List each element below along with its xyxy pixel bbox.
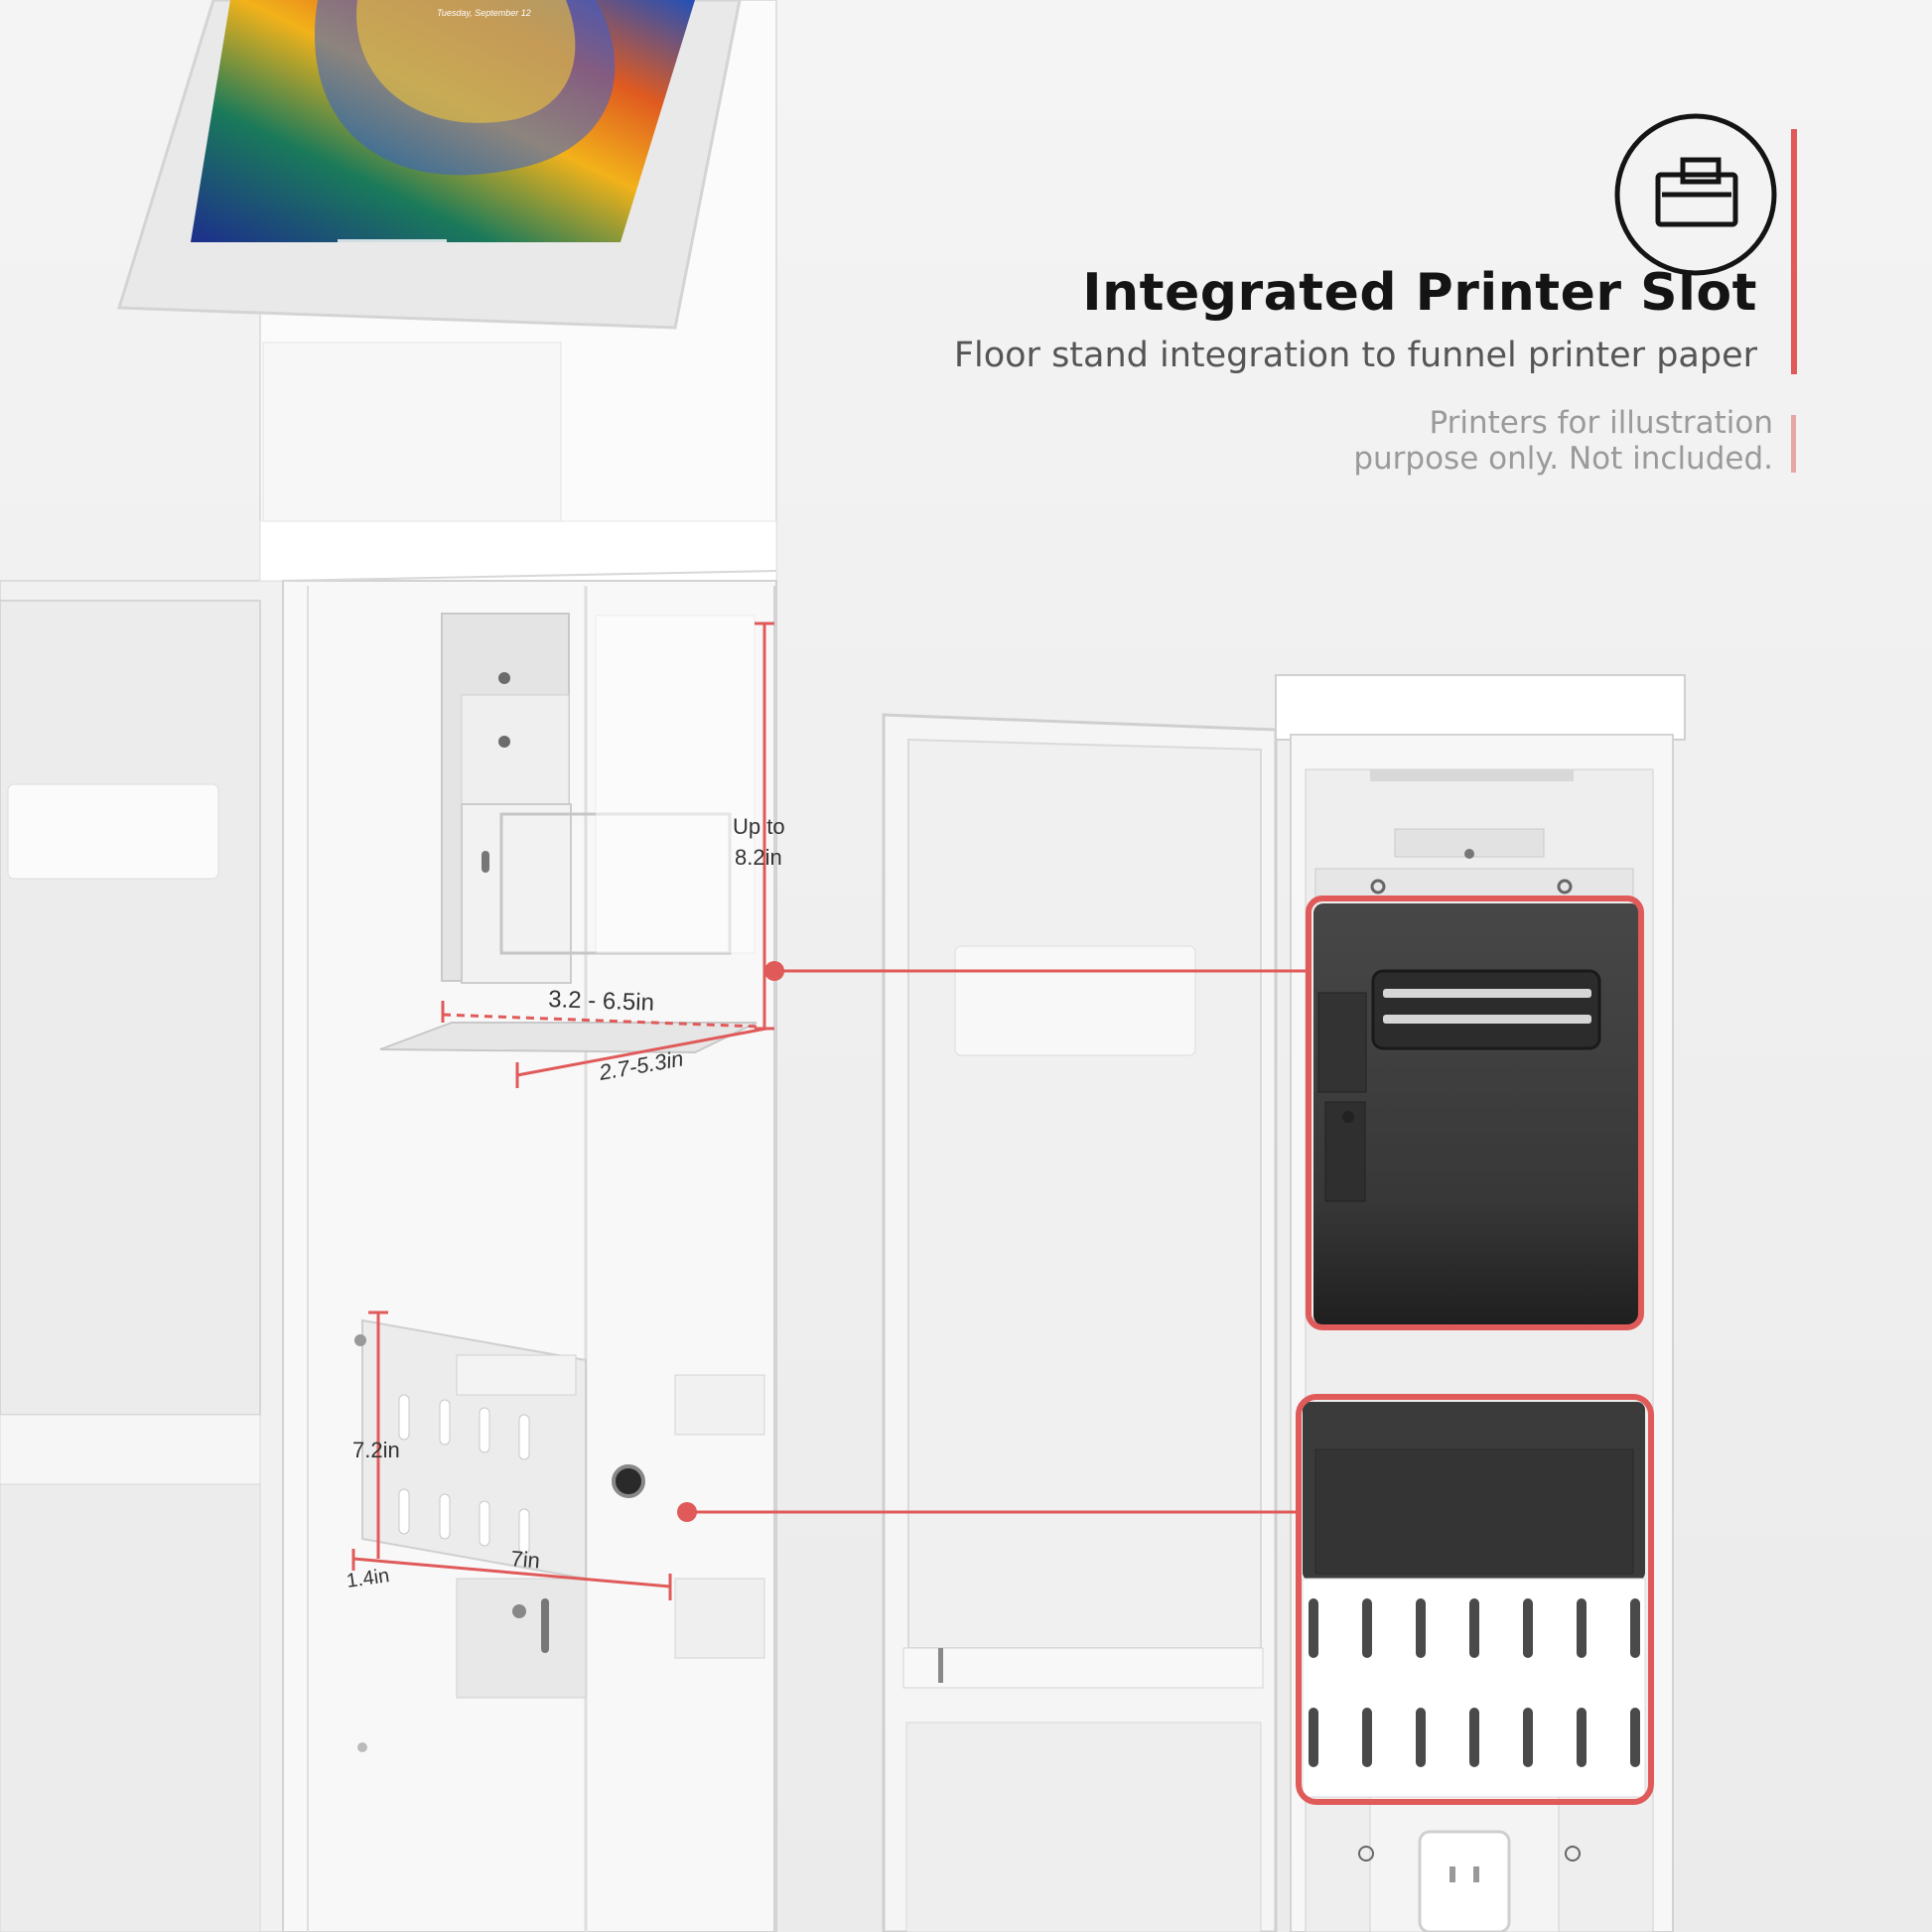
- lower-height-label: 7.2in: [352, 1438, 400, 1462]
- upper-callout-dot: [764, 961, 784, 981]
- tablet-enclosure: [116, 0, 777, 582]
- upper-width-label: 3.2 - 6.5in: [548, 986, 655, 1017]
- disclaimer-line-2: purpose only. Not included.: [1353, 441, 1773, 477]
- upper-printer-highlight: [1306, 896, 1644, 1330]
- upper-height-label-line1: Up to: [733, 814, 785, 839]
- lower-callout-dot: [677, 1502, 697, 1522]
- printer-icon: [1614, 113, 1777, 276]
- lock-icon: [612, 1464, 645, 1498]
- feature-title: Integrated Printer Slot: [1082, 263, 1757, 323]
- lower-printer-bracket: [354, 1318, 765, 1752]
- lower-dimension-lines: [351, 1311, 672, 1600]
- lower-width-label: 7in: [510, 1546, 541, 1573]
- accent-bar-title: [1791, 129, 1797, 374]
- disclaimer-line-1: Printers for illustration: [1429, 405, 1773, 441]
- feature-subtitle: Floor stand integration to funnel printe…: [953, 336, 1757, 375]
- tablet-date-text: Tuesday, September 12: [437, 8, 531, 18]
- receipt-printer-upper: [1313, 903, 1641, 1325]
- lower-depth-label: 1.4in: [345, 1565, 391, 1592]
- receipt-printer-lower: [1302, 1402, 1646, 1798]
- accent-bar-note: [1791, 415, 1796, 473]
- power-outlet: [1418, 1830, 1511, 1932]
- left-locker-panel: [0, 580, 284, 1932]
- disclaimer-note: Printers for illustration purpose only. …: [1353, 405, 1773, 477]
- upper-dimension-lines: [441, 621, 774, 1088]
- upper-depth-label: 2.7-5.3in: [597, 1045, 686, 1085]
- cabinet-door: [882, 713, 1278, 1932]
- upper-printer-bracket: [379, 613, 758, 1054]
- upper-height-label-line2: 8.2in: [735, 845, 782, 870]
- lower-printer-highlight: [1296, 1394, 1654, 1805]
